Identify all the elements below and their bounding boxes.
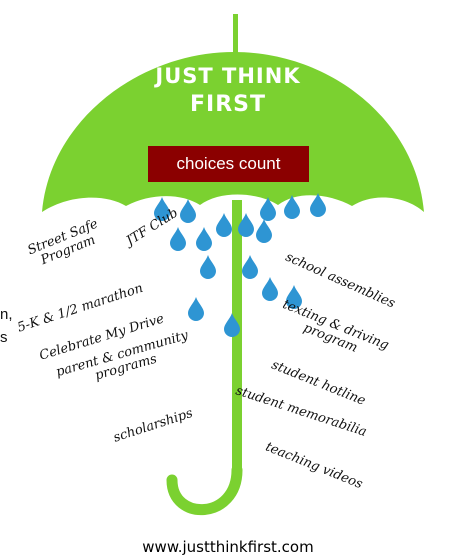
raindrop-icon xyxy=(286,285,302,309)
raindrop-icon xyxy=(238,213,254,237)
title-line-1: JUST THINK xyxy=(155,64,301,88)
raindrop-icon xyxy=(180,199,196,223)
raindrop-icon xyxy=(170,227,186,251)
raindrop-icon xyxy=(224,313,240,337)
choices-count-banner: choices count xyxy=(148,146,309,182)
umbrella-handle xyxy=(166,464,243,516)
umbrella-canopy xyxy=(42,52,424,212)
cropped-text-fragment-1: n, xyxy=(0,306,13,323)
raindrop-icon xyxy=(310,193,326,217)
raindrop-icon xyxy=(200,255,216,279)
raindrop-icon xyxy=(284,195,300,219)
raindrop-icon xyxy=(260,197,276,221)
cropped-text-fragment-2: s xyxy=(0,329,8,346)
raindrop-icon xyxy=(154,197,170,221)
raindrop-icon xyxy=(216,213,232,237)
raindrop-icon xyxy=(262,277,278,301)
umbrella-shaft xyxy=(232,200,242,472)
raindrop-icon xyxy=(196,227,212,251)
raindrop-icon xyxy=(256,219,272,243)
raindrop-icon xyxy=(242,255,258,279)
rain-drops xyxy=(154,193,326,337)
website-url[interactable]: www.justthinkfirst.com xyxy=(142,538,314,556)
umbrella-tip xyxy=(233,14,238,54)
raindrop-icon xyxy=(188,297,204,321)
title-line-2: FIRST xyxy=(189,92,266,117)
